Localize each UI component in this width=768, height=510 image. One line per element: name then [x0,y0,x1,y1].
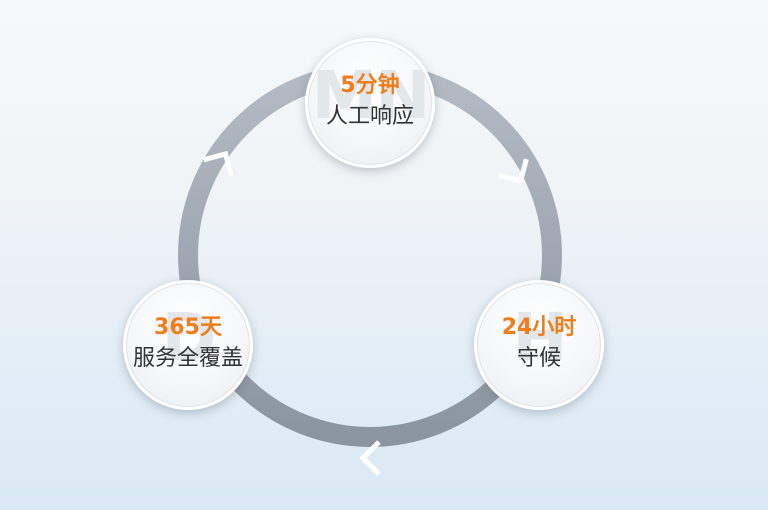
node-label: 服务全覆盖 [132,346,243,371]
arrow-chevron-upper-right [497,158,529,185]
node-response: MN 5分钟 人工响应 [305,38,435,168]
node-watermark: D [161,299,217,376]
arrow-chevron-bottom [359,440,381,476]
node-label: 守候 [516,346,561,371]
node-label: 人工响应 [325,104,414,129]
node-watermark: H [512,299,567,376]
node-highlight: 24小时 [501,315,577,340]
node-standby: H 24小时 守候 [474,280,604,410]
node-highlight: 365天 [154,315,222,340]
node-highlight: 5分钟 [340,73,400,98]
arrow-chevron-upper-left [202,150,234,177]
node-coverage: D 365天 服务全覆盖 [123,280,253,410]
node-watermark: MN [311,57,431,134]
